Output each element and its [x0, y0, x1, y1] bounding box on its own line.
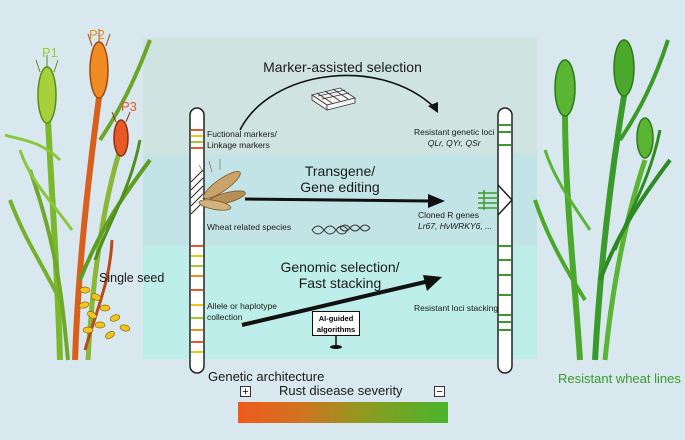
resistant-chromosome [497, 107, 514, 374]
arrow-genomic-selection [241, 275, 442, 327]
minus-sign: − [434, 386, 445, 398]
mas-right-label-line2: QLr, QYr, QSr [427, 137, 481, 148]
ai-label-line1: AI-guided [318, 314, 354, 323]
wheat-related-species-icon [198, 159, 246, 211]
gs-left-label-line1: Allele or haplotype [207, 301, 277, 311]
title-transgene: Transgene/ Gene editing [275, 163, 405, 195]
arrow-transgene [244, 194, 445, 208]
title-genomic-selection-line2: Fast stacking [298, 275, 382, 291]
mas-right-label-line1: Resistant genetic loci [414, 127, 495, 137]
severity-gradient-bar [238, 402, 448, 423]
label-p2: P2 [89, 27, 105, 42]
ai-guided-algorithms-sign: AI-guided algorithms [312, 311, 360, 336]
ai-label-line2: algorithms [316, 325, 356, 334]
parent-wheat-plants [4, 29, 152, 361]
title-transgene-line1: Transgene/ [304, 163, 376, 179]
gs-right-label: Resistant loci stacking [414, 303, 499, 313]
transgene-right-label-line1: Cloned R genes [418, 210, 479, 220]
mas-left-label: Fuctional markers/ Linkage markers [207, 129, 277, 150]
cloned-gene-icon [478, 190, 498, 210]
mas-left-label-line1: Fuctional markers/ [207, 129, 277, 139]
ai-sign-base [330, 345, 342, 349]
gs-left-label: Allele or haplotype collection [207, 301, 277, 322]
dna-icon [311, 224, 371, 235]
title-marker-assisted-selection: Marker-assisted selection [263, 59, 422, 75]
title-transgene-line2: Gene editing [300, 179, 380, 195]
transgene-right-label: Cloned R genes Lr67, HvWRKY6, ... [418, 210, 492, 231]
mas-right-label: Resistant genetic loci QLr, QYr, QSr [414, 127, 494, 148]
title-genomic-selection: Genomic selection/ Fast stacking [270, 259, 410, 291]
label-genetic-architecture: Genetic architecture [208, 369, 325, 384]
marker-chip-icon [311, 87, 356, 111]
title-genomic-selection-line1: Genomic selection/ [280, 259, 400, 275]
label-p3: P3 [121, 99, 137, 114]
label-single-seed: Single seed [99, 271, 165, 285]
source-chromosome [189, 107, 205, 374]
mas-left-label-line2: Linkage markers [207, 139, 270, 150]
resistant-wheat-plants [533, 39, 672, 361]
transgene-right-label-line2: Lr67, HvWRKY6, ... [418, 220, 493, 231]
label-p1: P1 [42, 45, 58, 60]
transgene-left-label: Wheat related species [207, 222, 292, 232]
plus-sign: + [240, 386, 251, 398]
label-resistant-wheat-lines: Resistant wheat lines [558, 371, 681, 386]
gs-left-label-line2: collection [207, 311, 243, 322]
arrow-marker-assisted [239, 74, 438, 131]
label-rust-disease-severity: Rust disease severity [279, 383, 403, 398]
